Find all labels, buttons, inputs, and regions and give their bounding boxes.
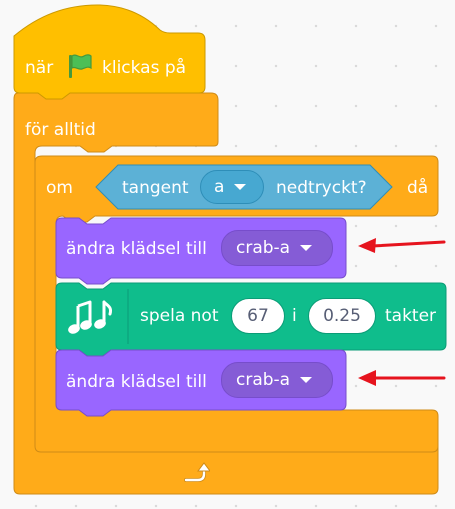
red-arrow-icon [358,370,446,386]
key-dropdown[interactable]: a [200,170,264,204]
loop-arrow-icon [184,462,210,482]
if-om-label: om [46,178,73,198]
key-value: a [214,177,225,197]
note-input[interactable]: 67 [231,298,285,334]
pressed-label: nedtryckt? [276,178,367,198]
note-value: 67 [247,306,269,326]
forever-label: för alltid [25,120,96,140]
costume-dropdown-1[interactable]: crab-a [221,230,333,266]
hat-clicked-label: klickas på [102,58,187,78]
red-arrow-icon [358,238,446,253]
music-notes-icon [68,300,112,334]
if-da-label: då [407,178,429,198]
green-flag-icon [69,54,92,78]
beats-unit-label: takter [385,306,437,326]
costume-label-1: ändra klädsel till [66,239,207,259]
hat-block[interactable] [13,4,206,100]
dropdown-caret-icon [300,377,313,383]
beats-value: 0.25 [323,306,361,326]
beats-input[interactable]: 0.25 [308,298,376,334]
costume-dropdown-2[interactable]: crab-a [221,362,333,398]
key-label: tangent [122,178,189,198]
hat-when-label: när [25,58,54,78]
note-i-label: i [292,306,297,326]
play-note-label: spela not [140,306,219,326]
dropdown-caret-icon [300,245,313,251]
dropdown-caret-icon [234,184,247,190]
costume-value-1: crab-a [236,238,291,258]
costume-value-2: crab-a [236,370,291,390]
costume-label-2: ändra klädsel till [66,372,207,392]
